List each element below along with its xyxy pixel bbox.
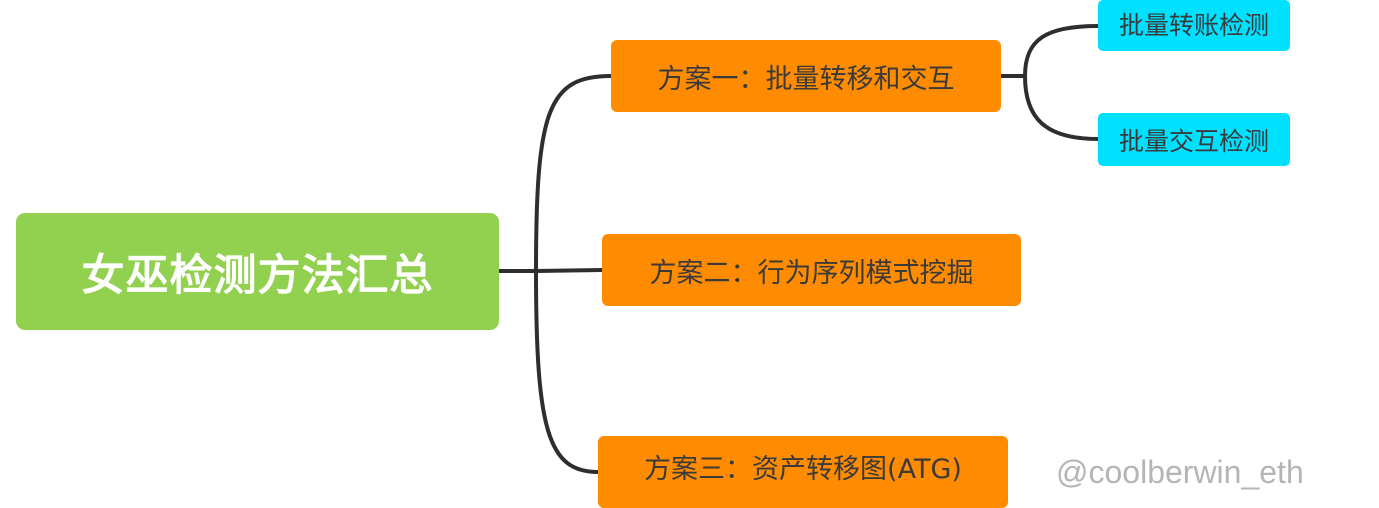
leaf-node-1[interactable]: 批量转账检测	[1098, 0, 1290, 51]
connector-branch-3	[534, 269, 600, 474]
connector-branch-2	[534, 268, 604, 273]
leaf-node-2-label: 批量交互检测	[1118, 126, 1269, 156]
branch-node-1[interactable]: 方案一：批量转移和交互	[611, 40, 1001, 112]
branch-node-2-label: 方案二：行为序列模式挖掘	[649, 257, 974, 289]
connector-leaf-1	[1023, 24, 1100, 78]
connector-leaf-2	[1023, 74, 1100, 141]
connector-branch-1	[534, 74, 613, 273]
branch-node-2[interactable]: 方案二：行为序列模式挖掘	[602, 234, 1021, 306]
mindmap-connectors	[497, 24, 1100, 474]
root-node-label: 女巫检测方法汇总	[81, 250, 434, 301]
root-node[interactable]: 女巫检测方法汇总	[16, 213, 499, 330]
leaf-node-1-label: 批量转账检测	[1118, 10, 1269, 40]
branch-node-1-label: 方案一：批量转移和交互	[657, 63, 955, 95]
branch-node-3[interactable]: 方案三：资产转移图(ATG)	[598, 436, 1008, 508]
leaf-node-2[interactable]: 批量交互检测	[1098, 113, 1290, 166]
branch-node-3-label: 方案三：资产转移图(ATG)	[644, 453, 962, 485]
watermark: @coolberwin_eth	[1056, 454, 1304, 490]
